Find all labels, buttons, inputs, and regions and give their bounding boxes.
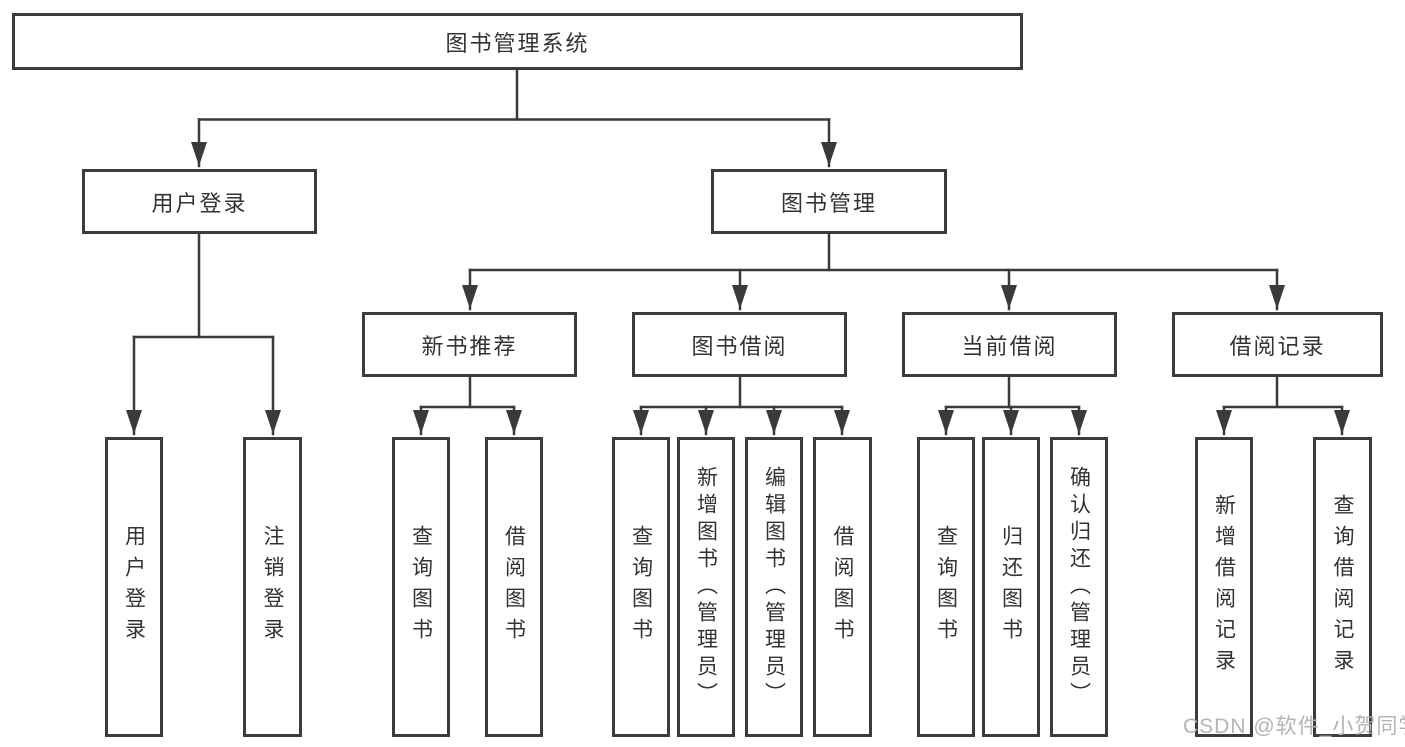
node-root: 图书管理系统 (12, 13, 1023, 70)
leaf-add-borrow-record: 新增借阅记录 (1195, 437, 1253, 737)
leaf-query-book-borrow: 查询图书 (612, 437, 670, 737)
node-book-borrow: 图书借阅 (632, 312, 847, 377)
leaf-add-book-admin: 新增图书（管理员） (677, 437, 735, 737)
leaf-query-book-current: 查询图书 (917, 437, 975, 737)
leaf-query-book-recommend: 查询图书 (392, 437, 450, 737)
node-user-login: 用户登录 (82, 169, 317, 234)
leaf-borrow-book-recommend: 借阅图书 (485, 437, 543, 737)
leaf-return-book: 归还图书 (982, 437, 1040, 737)
node-borrow-records: 借阅记录 (1172, 312, 1383, 377)
node-new-book-recommend: 新书推荐 (362, 312, 577, 377)
leaf-borrow-book: 借阅图书 (813, 437, 872, 737)
node-current-borrow: 当前借阅 (902, 312, 1117, 377)
leaf-confirm-return-admin: 确认归还（管理员） (1050, 437, 1108, 737)
node-book-management: 图书管理 (711, 169, 947, 234)
leaf-query-borrow-record: 查询借阅记录 (1313, 437, 1372, 737)
leaf-edit-book-admin: 编辑图书（管理员） (745, 437, 803, 737)
csdn-watermark: CSDN @软件_小贺同学 (1183, 715, 1405, 738)
leaf-logout: 注销登录 (243, 437, 302, 737)
leaf-user-login: 用户登录 (105, 437, 163, 737)
